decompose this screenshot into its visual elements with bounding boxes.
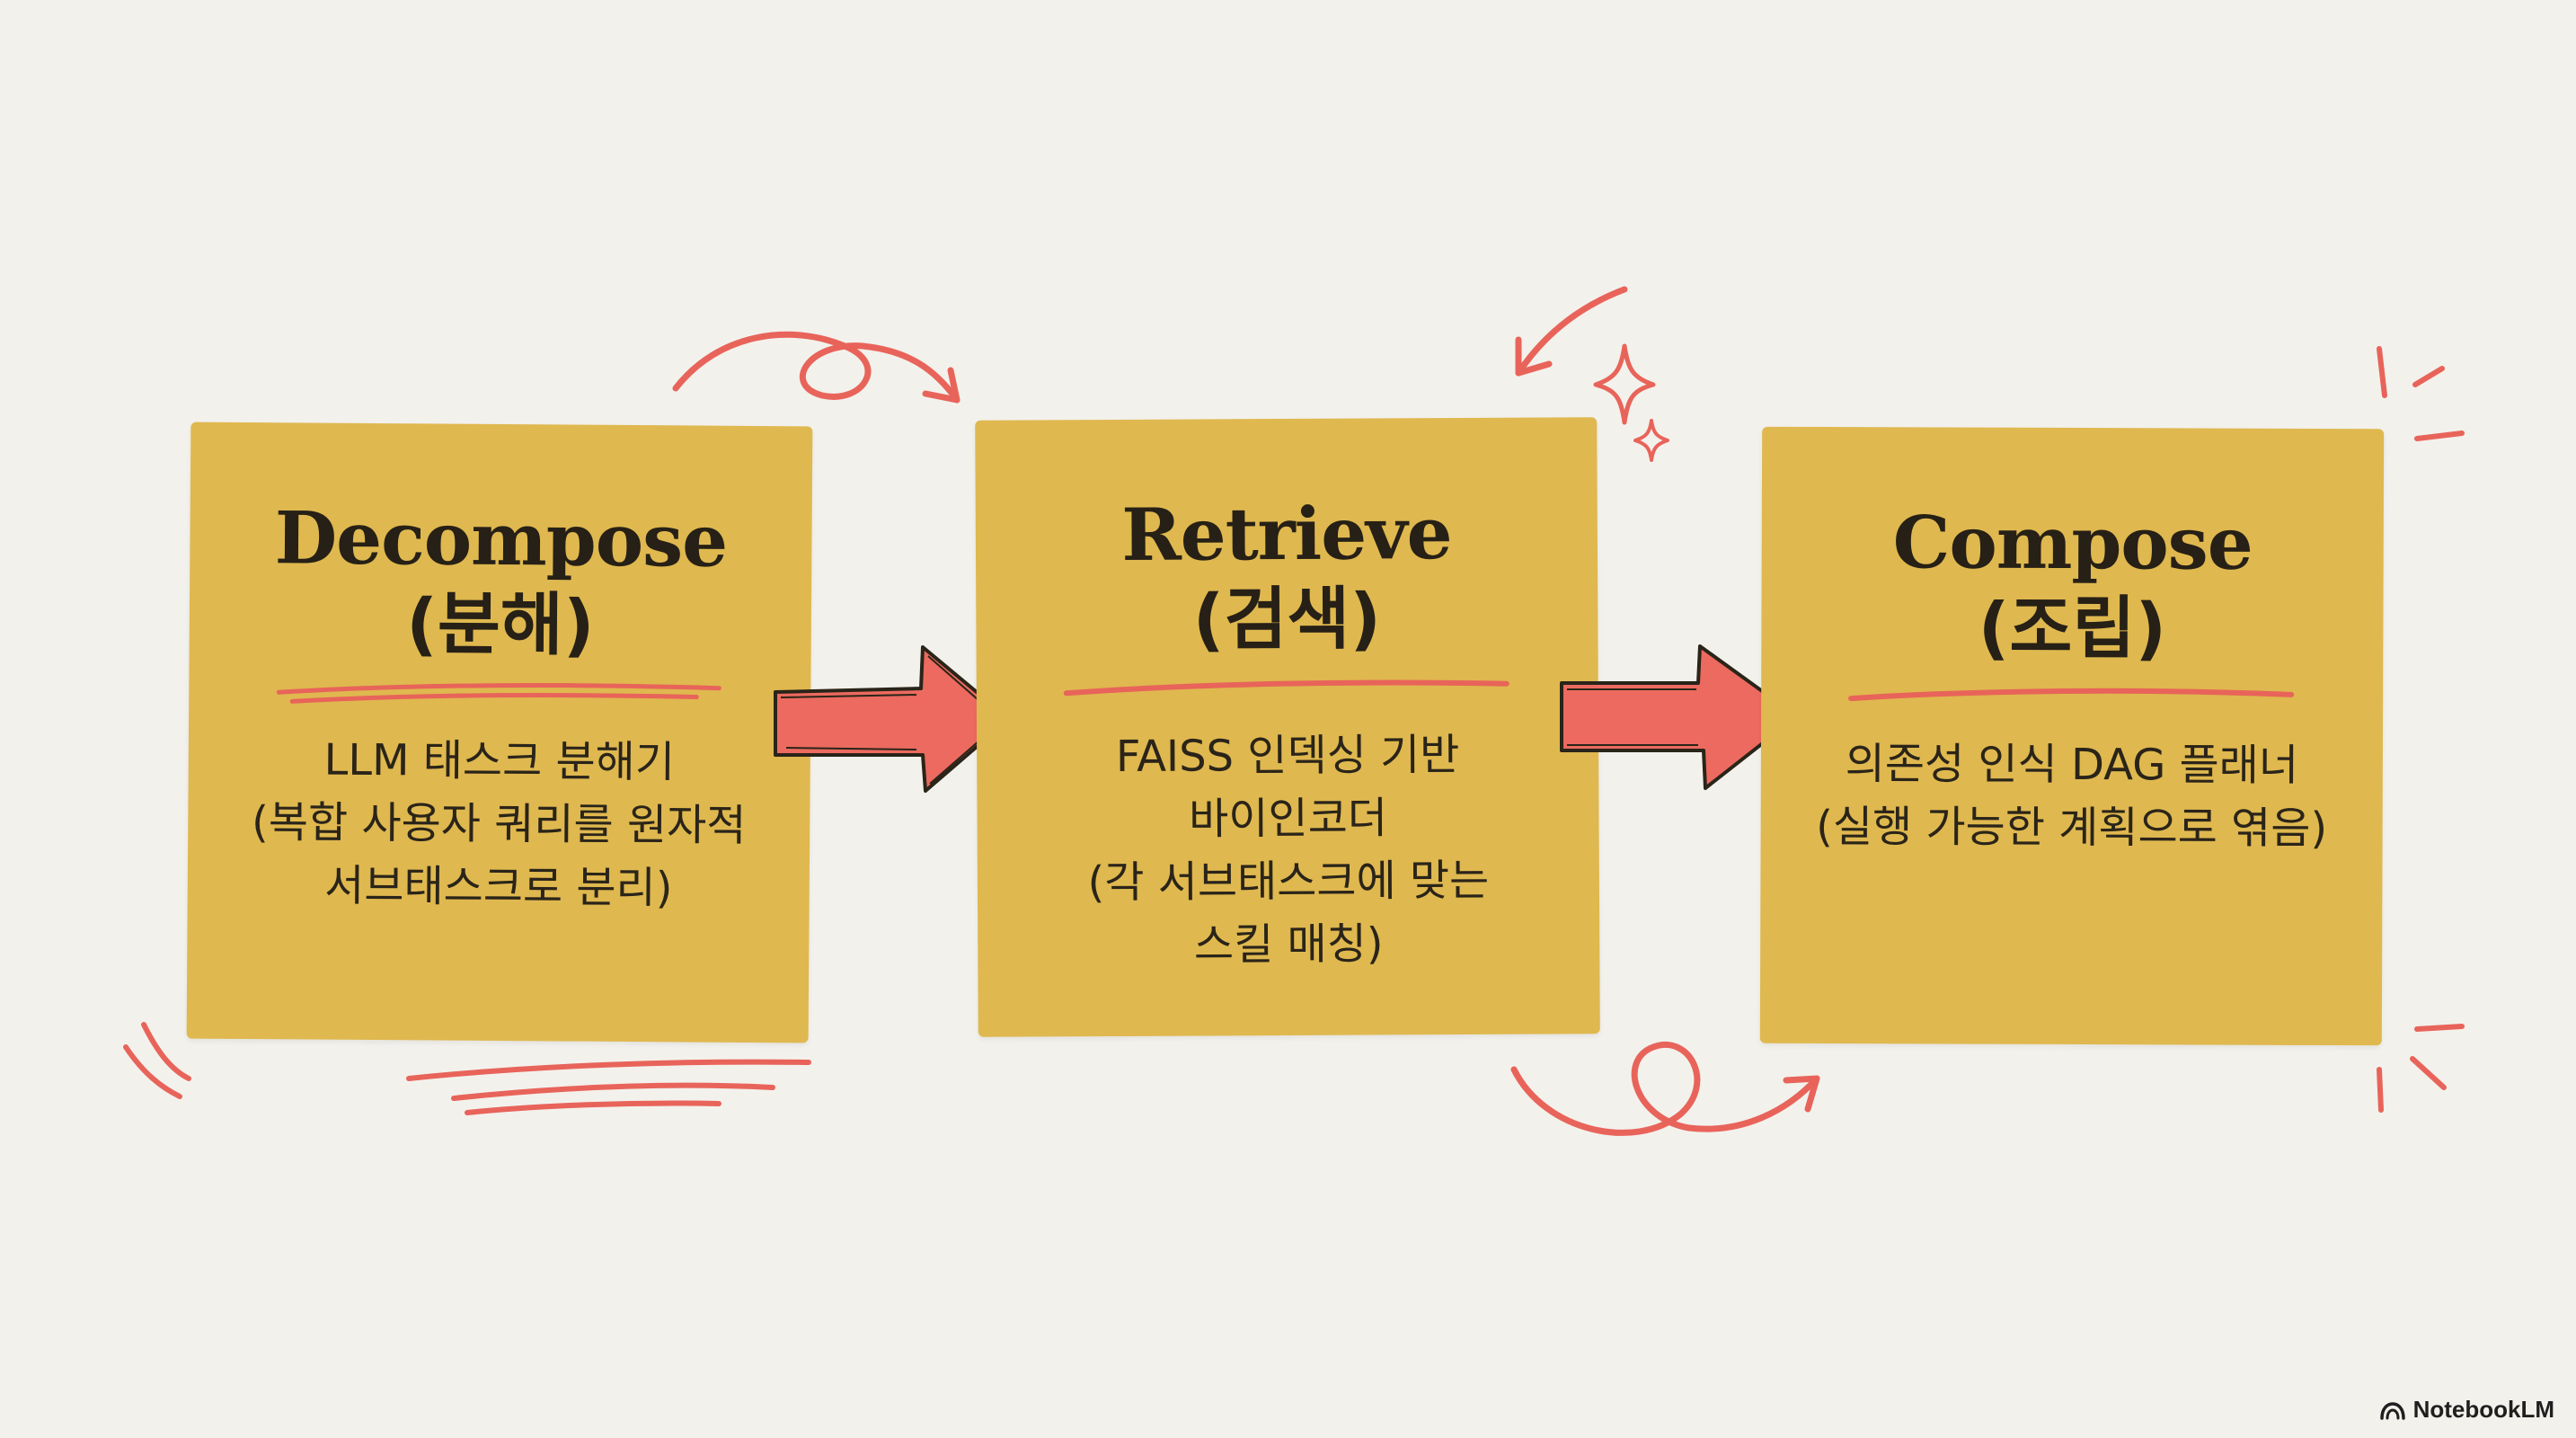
description-line: 서브태스크로 분리) <box>323 860 673 914</box>
card-title: Compose <box>1892 500 2253 586</box>
arrow-top-middle <box>1515 286 1628 377</box>
card-subtitle: (검색) <box>1192 578 1382 660</box>
card-underline <box>1063 679 1509 697</box>
description-line: 스킬 매칭) <box>1193 919 1384 971</box>
burst-top-right <box>2377 346 2465 441</box>
description-line: FAISS 인덱싱 기반 <box>1115 729 1460 783</box>
sparkle-large <box>1593 343 1656 425</box>
card-underline <box>276 683 721 704</box>
description-line: 바이인코더 <box>1188 793 1388 845</box>
card-subtitle: (분해) <box>405 583 595 665</box>
compose-card: Compose (조립) 의존성 인식 DAG 플래너 (실행 가능한 계획으로… <box>1759 426 2385 1046</box>
card-description: FAISS 인덱싱 기반 바이인코더 (각 서브태스크에 맞는 스킬 매칭) <box>1004 723 1572 977</box>
description-line: (복합 사용자 쿼리를 원자적 <box>251 797 747 851</box>
retrieve-card: Retrieve (검색) FAISS 인덱싱 기반 바이인코더 (각 서브태스… <box>975 417 1600 1037</box>
card-subtitle: (조립) <box>1978 587 2167 669</box>
description-line: (실행 가능한 계획으로 엮음) <box>1816 802 2328 854</box>
flow-arrow-right-icon <box>1560 644 1799 790</box>
description-line: 의존성 인식 DAG 플래너 <box>1845 739 2299 791</box>
notebooklm-logo-icon <box>2379 1401 2405 1420</box>
burst-bottom-right <box>2377 1024 2465 1113</box>
description-line: (각 서브태스크에 맞는 <box>1087 855 1490 909</box>
description-line: LLM 태스크 분해기 <box>323 734 676 788</box>
decompose-card: Decompose (분해) LLM 태스크 분해기 (복합 사용자 쿼리를 원… <box>186 422 813 1043</box>
card-description: 의존성 인식 DAG 플래너 (실행 가능한 계획으로 엮음) <box>1788 732 2356 860</box>
scribble-under-card-1 <box>406 1059 811 1115</box>
card-title: Retrieve <box>1121 491 1452 577</box>
sparkle-small <box>1633 419 1669 462</box>
card-description: LLM 태스크 분해기 (복합 사용자 쿼리를 원자적 서브태스크로 분리) <box>215 728 783 920</box>
card-underline <box>1848 688 2295 702</box>
card-title: Decompose <box>274 495 728 583</box>
notebooklm-watermark: NotebookLM <box>2379 1396 2554 1424</box>
curly-arrow-bottom-middle <box>1510 1042 1820 1136</box>
burst-bottom-left <box>123 1022 191 1099</box>
curly-arrow-top-left <box>672 331 960 404</box>
flow-arrow-right-icon <box>774 645 1011 793</box>
brand-label: NotebookLM <box>2412 1396 2554 1423</box>
